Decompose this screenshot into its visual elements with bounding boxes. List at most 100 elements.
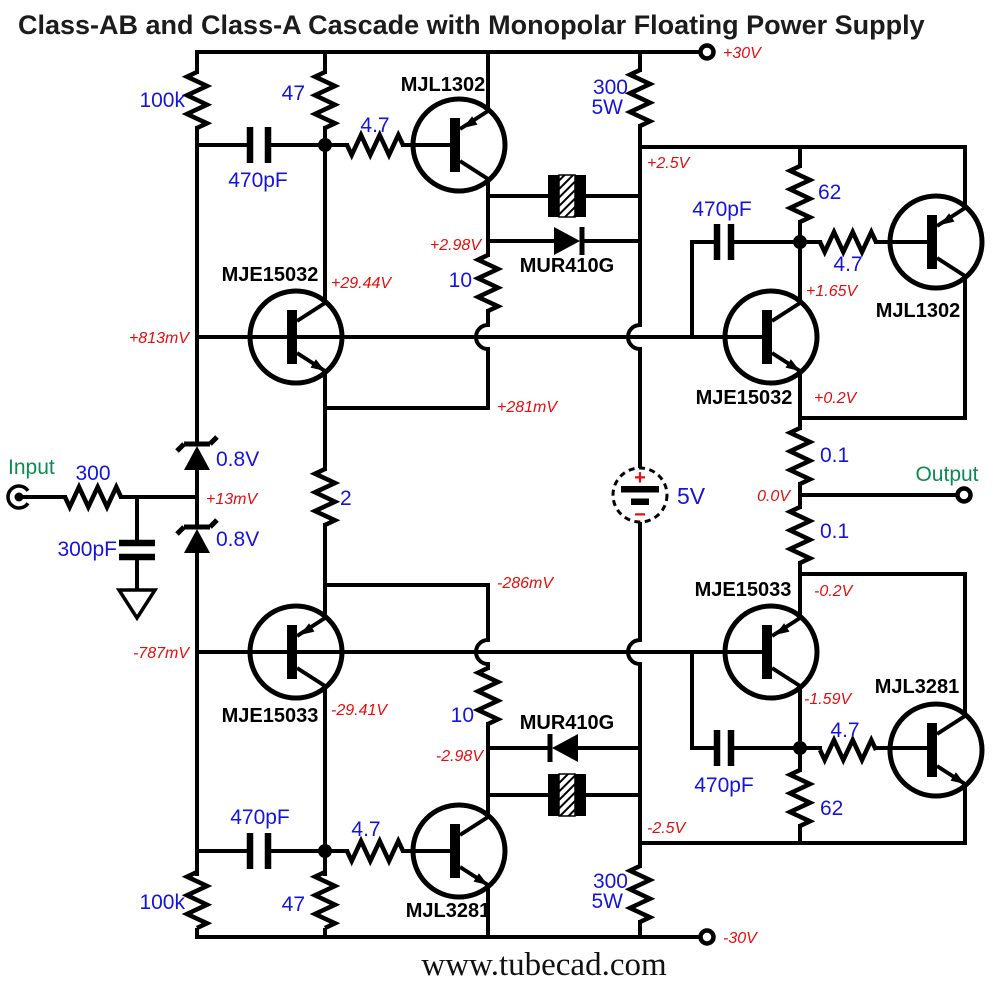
voltage-plus0p2v: +0.2V <box>814 390 858 407</box>
capacitor-470pf-bottom-left <box>246 833 272 869</box>
node-dot-bottom-left <box>318 844 332 858</box>
label-r62-bottom: 62 <box>820 797 843 820</box>
label-r300-bottom-watt: 5W <box>592 890 624 913</box>
label-r300-top: 300 <box>593 76 628 99</box>
label-c470pf-top-right: 470pF <box>692 198 752 221</box>
label-c300pf-input: 300pF <box>57 538 117 561</box>
label-mje15032-right: MJE15032 <box>696 387 793 409</box>
junction-dots <box>318 138 807 858</box>
power-rails <box>195 50 702 939</box>
capacitors <box>119 127 735 869</box>
electrolytic-cap-bottom <box>548 773 586 817</box>
label-r100k-bottom: 100k <box>139 891 185 914</box>
input-branch <box>22 495 199 592</box>
label-c470pf-top-left: 470pF <box>228 169 288 192</box>
resistor-2 <box>315 469 335 525</box>
voltage-minus286mv: -286mV <box>497 575 554 592</box>
resistor-47-bottom <box>315 872 335 928</box>
label-mjl1302-top-left: MJL1302 <box>401 74 486 96</box>
voltage-minus1p59v: -1.59V <box>804 691 852 708</box>
capacitor-470pf-top-left <box>246 127 272 163</box>
label-mur410g-bottom: MUR410G <box>520 712 614 734</box>
label-r47-bottom: 47 <box>282 893 305 916</box>
floating-battery-5v: + − <box>611 466 669 526</box>
label-c470pf-bottom-right: 470pF <box>694 774 754 797</box>
voltage-minus2p5v: -2.5V <box>647 820 687 837</box>
resistor-0p1-bottom <box>790 507 810 563</box>
label-r4p7-bottom-left: 4.7 <box>351 818 380 841</box>
voltage-minus30v: -30V <box>723 930 758 947</box>
resistor-4p7-top-right <box>820 232 876 252</box>
label-mur410g-top: MUR410G <box>520 255 614 277</box>
right-top-block <box>638 145 967 620</box>
label-r10-top: 10 <box>449 269 472 292</box>
label-r47-top: 47 <box>282 82 305 105</box>
label-mjl3281-bottom-left: MJL3281 <box>406 900 491 922</box>
resistor-300-input <box>65 487 121 507</box>
resistor-0p1-top <box>790 428 810 484</box>
node-dot-top-right <box>793 235 807 249</box>
resistor-62-bottom <box>790 770 810 826</box>
resistor-10-bottom <box>478 668 498 724</box>
voltage-plus1p65v: +1.65V <box>806 283 858 300</box>
crossover-hops <box>474 322 643 667</box>
voltage-plus813mv: +813mV <box>129 330 190 347</box>
label-battery-5v: 5V <box>677 483 706 509</box>
ground-symbol <box>115 588 159 622</box>
voltage-minus2p98v: -2.98V <box>436 748 484 765</box>
top-left-branch <box>195 50 452 305</box>
resistor-10-top <box>478 255 498 311</box>
label-mjl1302-top-right: MJL1302 <box>876 300 961 322</box>
label-r0p1-bottom: 0.1 <box>820 520 849 543</box>
electrolytic-cap-top <box>548 174 586 218</box>
label-r300-bottom: 300 <box>593 870 628 893</box>
label-r4p7-top-left: 4.7 <box>360 114 389 137</box>
voltage-minus787mv: -787mV <box>133 645 190 662</box>
zener-diode-top <box>175 435 219 470</box>
battery-long-plate <box>621 486 659 493</box>
resistor-62-top <box>790 166 810 222</box>
labels: Class-AB and Class-A Cascade with Monopo… <box>8 10 979 983</box>
voltage-plus13mv: +13mV <box>206 491 258 508</box>
voltage-minus29p41v: -29.41V <box>331 702 388 719</box>
left-mid-branch <box>195 369 490 939</box>
resistor-100k-top <box>187 72 207 128</box>
voltage-plus30v: +30V <box>723 45 762 62</box>
voltage-minus0p2v: -0.2V <box>814 583 854 600</box>
voltage-plus2p98v: +2.98V <box>430 237 482 254</box>
resistor-300-5w-bottom <box>630 866 650 922</box>
label-zener-top: 0.8V <box>216 448 259 471</box>
battery-short-plate <box>631 498 649 505</box>
capacitor-470pf-bottom-right <box>713 730 735 766</box>
label-mjl3281-bottom-right: MJL3281 <box>875 676 960 698</box>
website-label: www.tubecad.com <box>421 947 667 983</box>
resistor-300-5w-top <box>630 70 650 126</box>
zener-diode-bottom <box>175 518 219 553</box>
voltage-plus2p5v: +2.5V <box>647 155 691 172</box>
label-r300-input: 300 <box>75 462 110 485</box>
diodes <box>175 227 585 762</box>
battery-plus-sign: + <box>634 467 646 489</box>
vplus-terminal <box>698 43 716 61</box>
output-terminal <box>955 486 973 504</box>
resistor-4p7-bottom-left <box>347 841 403 861</box>
resistor-47-top <box>315 72 335 128</box>
resistor-4p7-bottom-right <box>820 740 876 760</box>
resistor-4p7-top-left <box>347 135 403 155</box>
node-dot-top-left <box>318 138 332 152</box>
output-label: Output <box>915 463 978 486</box>
terminals <box>6 43 973 946</box>
input-jack <box>6 484 30 510</box>
circuit-wires <box>22 50 967 939</box>
schematic-title: Class-AB and Class-A Cascade with Monopo… <box>18 10 925 40</box>
diode-mur410g-top <box>554 227 585 255</box>
capacitor-300pf-input <box>119 539 155 561</box>
node-dot-bottom-right <box>793 741 807 755</box>
voltage-0p0v: 0.0V <box>757 488 791 505</box>
input-label: Input <box>8 456 55 479</box>
label-r4p7-bottom-right: 4.7 <box>830 719 859 742</box>
voltage-plus29p44v: +29.44V <box>331 275 392 292</box>
mid-coupling-wires <box>486 194 642 797</box>
